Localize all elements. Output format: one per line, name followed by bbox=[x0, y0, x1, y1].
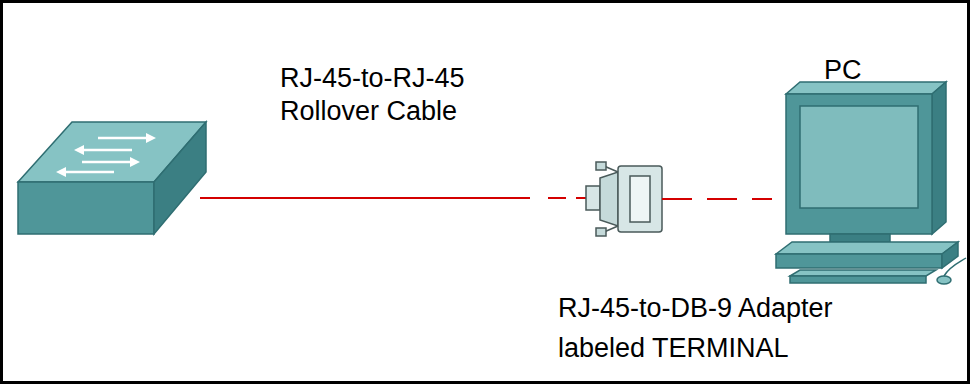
cable-label: RJ-45-to-RJ-45 Rollover Cable bbox=[280, 62, 485, 128]
rollover-cable bbox=[200, 198, 590, 199]
node-text-holder: PC bbox=[824, 52, 884, 88]
node-label: PC bbox=[824, 52, 884, 88]
db9-adapter bbox=[586, 162, 662, 236]
adapter-node: RJ-45-to-DB-9 Adapter labeled TERMINAL bbox=[586, 164, 662, 234]
node-label: RJ-45-to-DB-9 Adapter labeled TERMINAL bbox=[558, 288, 858, 368]
pc-node: PC bbox=[772, 50, 964, 286]
switch-icon bbox=[18, 122, 206, 234]
pc-icon bbox=[776, 82, 966, 284]
serial-link bbox=[662, 198, 772, 200]
node-text-holder: RJ-45-to-DB-9 Adapter labeled TERMINAL bbox=[558, 288, 858, 368]
